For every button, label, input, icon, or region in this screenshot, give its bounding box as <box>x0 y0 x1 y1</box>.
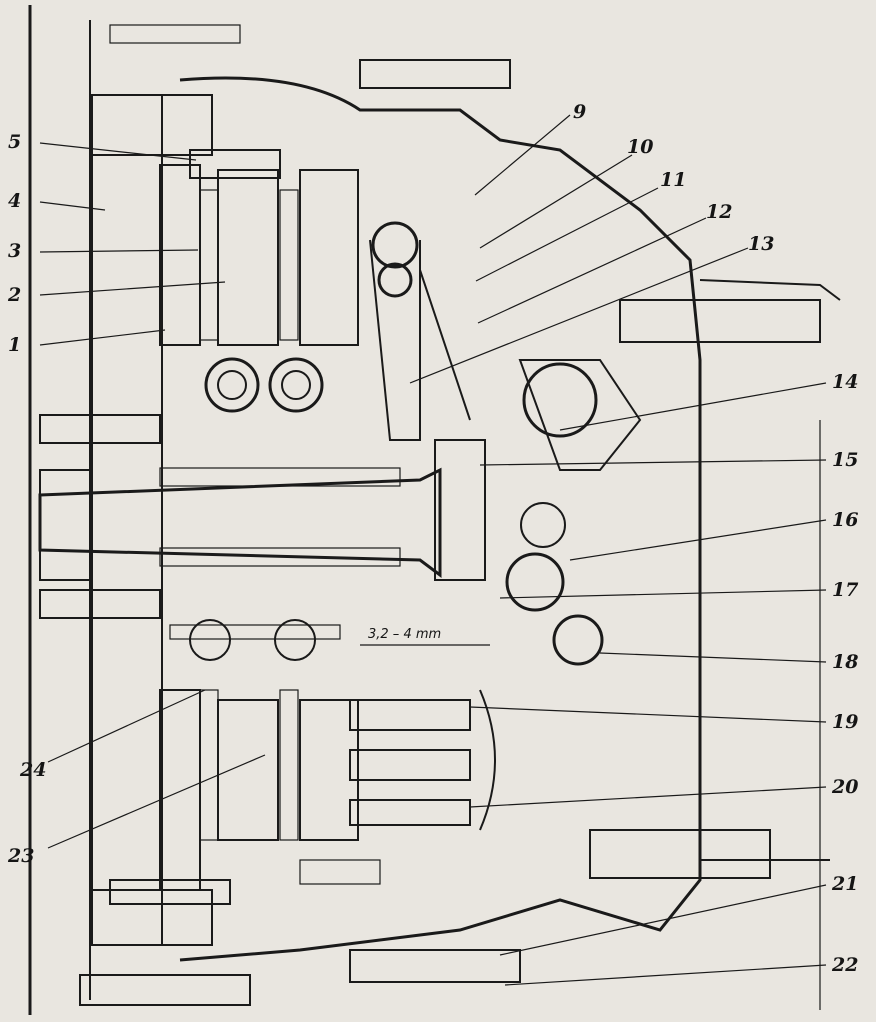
input-shaft <box>38 467 442 581</box>
release-levers <box>369 221 471 441</box>
label-23: 23 <box>7 845 34 867</box>
label-11: 11 <box>660 169 686 191</box>
dimension-text: 3,2 – 4 mm <box>368 627 441 642</box>
part-labels: 5 4 3 2 1 9 10 11 12 13 14 15 16 17 18 1… <box>7 101 858 976</box>
label-10: 10 <box>627 136 653 158</box>
label-16: 16 <box>832 509 858 531</box>
label-22: 22 <box>831 954 858 976</box>
label-14: 14 <box>832 371 858 393</box>
label-15: 15 <box>832 449 858 471</box>
label-21: 21 <box>831 873 858 895</box>
label-1: 1 <box>8 334 21 356</box>
flywheel <box>91 94 213 946</box>
label-24: 24 <box>19 759 46 781</box>
bolts <box>39 24 821 1006</box>
leader-lines <box>39 114 827 986</box>
label-12: 12 <box>706 201 732 223</box>
label-20: 20 <box>831 776 858 798</box>
clutch-plates-lower <box>159 689 359 891</box>
label-5: 5 <box>8 131 21 153</box>
label-3: 3 <box>8 240 21 262</box>
label-4: 4 <box>8 190 21 212</box>
label-17: 17 <box>832 579 858 601</box>
clearance-dimension: 3,2 – 4 mm <box>360 627 490 646</box>
label-18: 18 <box>832 651 858 673</box>
bell-housing <box>28 5 841 1015</box>
pressure-springs <box>349 689 496 831</box>
label-13: 13 <box>748 233 774 255</box>
label-2: 2 <box>7 284 21 306</box>
damper-springs <box>189 357 324 661</box>
clutch-plates-upper <box>159 164 359 346</box>
label-19: 19 <box>832 711 858 733</box>
release-bearing <box>434 359 642 666</box>
label-9: 9 <box>573 101 586 123</box>
